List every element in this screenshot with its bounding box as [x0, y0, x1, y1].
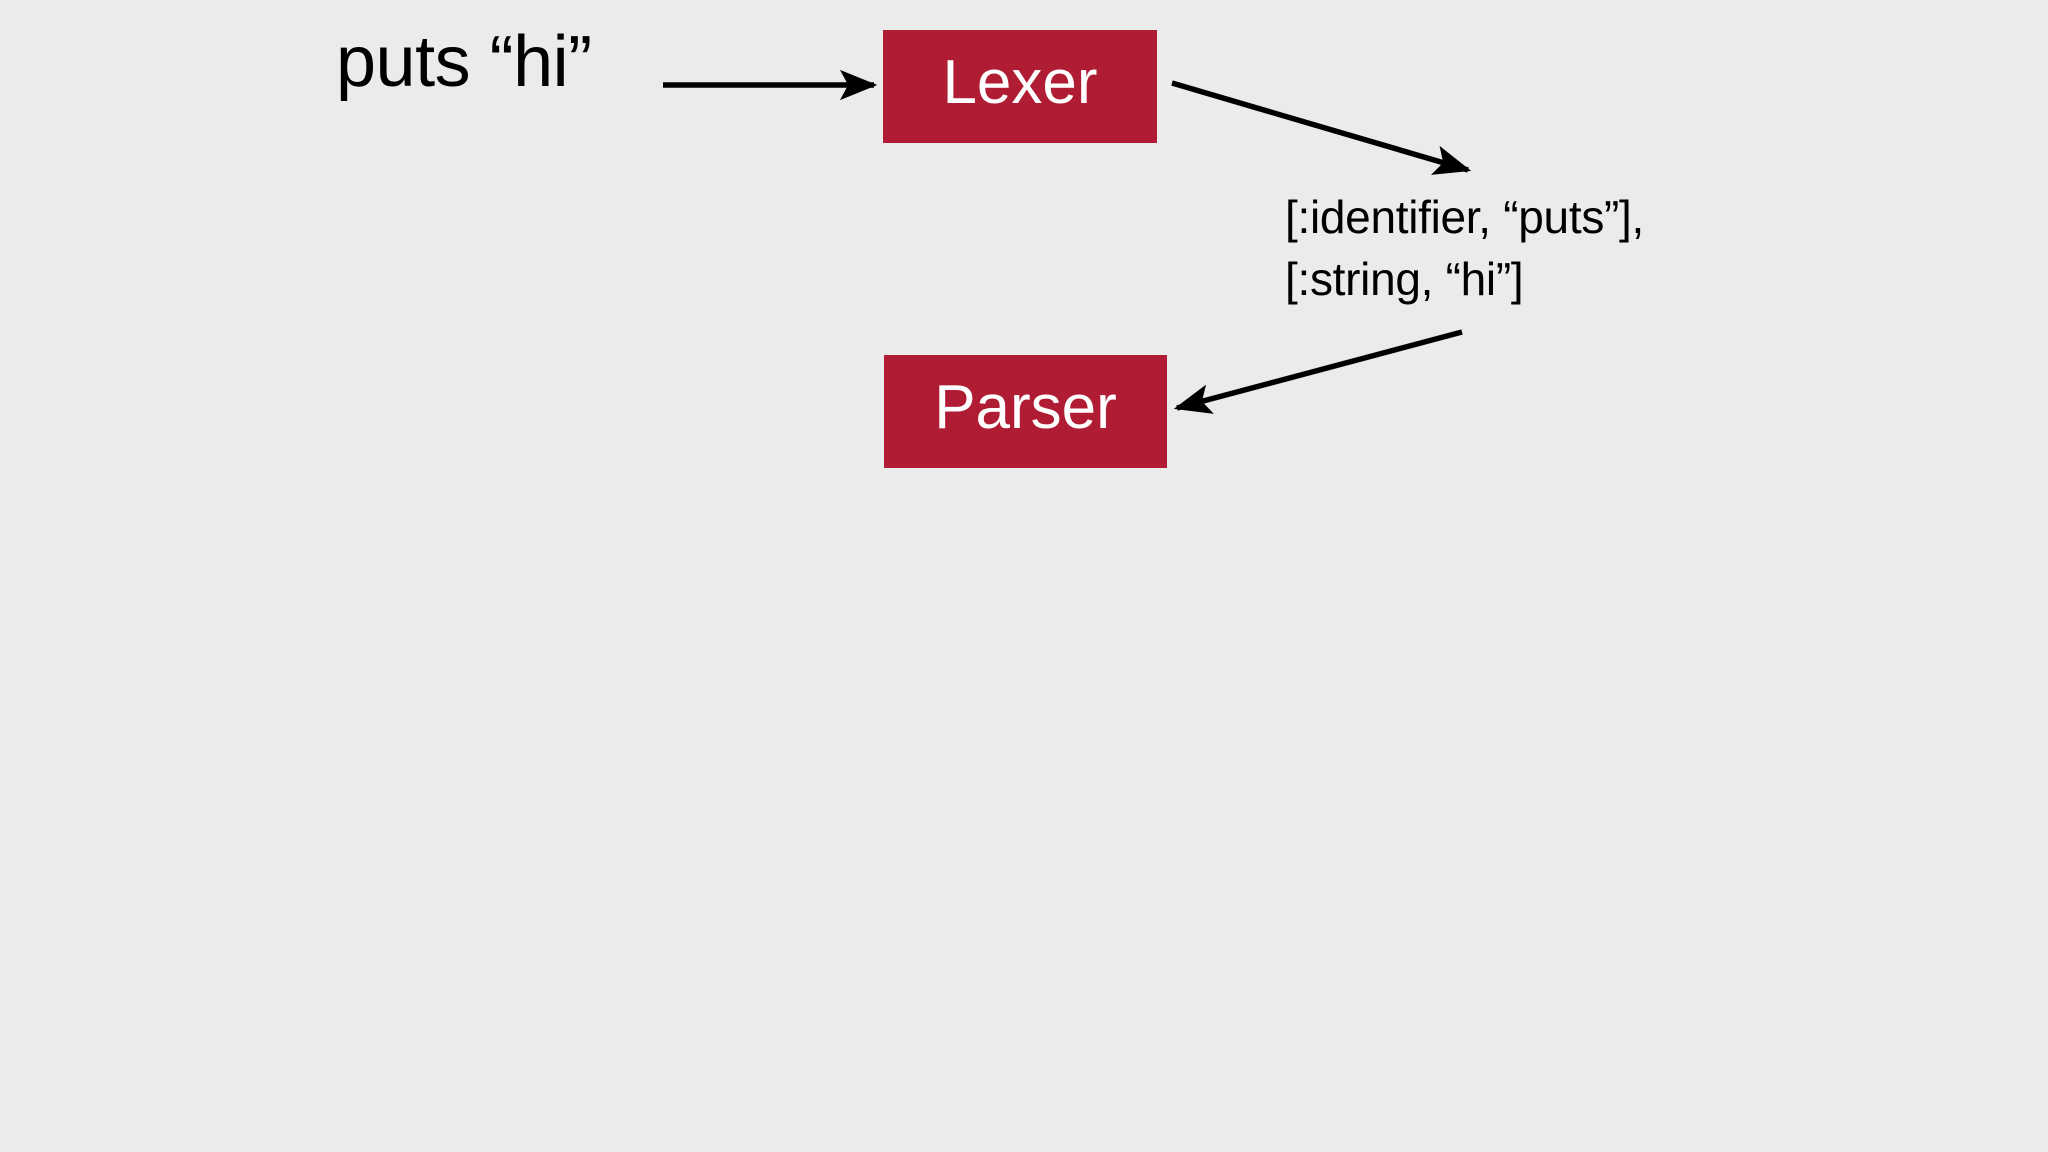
parser-stage-label: Parser	[934, 373, 1117, 442]
lexer-stage-label: Lexer	[942, 48, 1098, 117]
token-stream-line-1: [:identifier, “puts”],	[1285, 191, 1644, 243]
source-code-text: puts “hi”	[336, 22, 592, 102]
lexer-stage-box[interactable]: Lexer	[883, 30, 1157, 143]
lexer-to-tokens-arrow	[1171, 80, 1472, 175]
token-stream-text: [:identifier, “puts”], [:string, “hi”]	[1285, 186, 1644, 310]
parser-stage-box[interactable]: Parser	[884, 355, 1167, 468]
token-stream-line-2: [:string, “hi”]	[1285, 253, 1524, 305]
tokens-to-parser-arrow	[1173, 329, 1463, 414]
